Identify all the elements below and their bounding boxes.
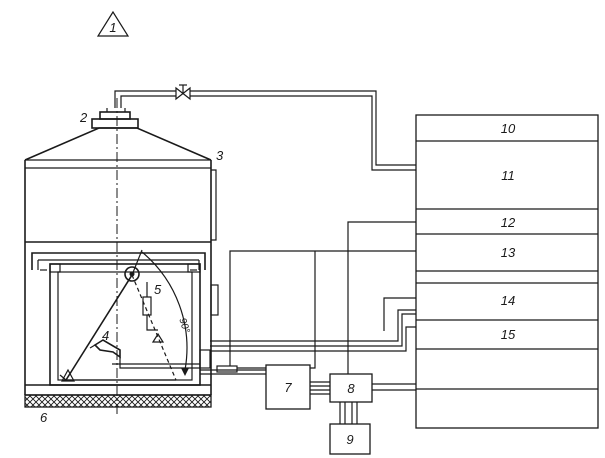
label-15: 15	[501, 327, 516, 342]
test-cabinet	[24, 108, 219, 408]
label-13: 13	[501, 245, 516, 260]
signal-wiring	[200, 221, 416, 424]
label-5: 5	[154, 282, 162, 297]
swing-arm: 90°	[59, 249, 191, 382]
hatched-base	[24, 394, 212, 408]
box-8	[329, 373, 373, 403]
specimen-tray	[89, 339, 200, 369]
sensor-strip	[216, 365, 238, 373]
door-sensor	[199, 349, 211, 369]
label-10: 10	[501, 121, 516, 136]
chamber-door	[49, 263, 201, 386]
triangle-mark: 1	[96, 10, 130, 37]
label-11: 11	[501, 168, 515, 183]
label-2: 2	[79, 110, 88, 125]
label-14: 14	[501, 293, 515, 308]
triangle-mark-number: 1	[109, 20, 116, 35]
angle-label: 90°	[176, 317, 191, 335]
box-9	[329, 423, 371, 455]
label-8: 8	[347, 381, 355, 396]
door-hinge	[210, 284, 219, 316]
label-7: 7	[284, 380, 292, 395]
label-4: 4	[102, 328, 109, 343]
top-vent	[91, 118, 139, 129]
weight-assembly	[142, 282, 165, 343]
top-pipe	[114, 84, 416, 171]
box-7	[265, 364, 311, 410]
label-3: 3	[216, 148, 224, 163]
pivot-pulley	[124, 266, 140, 282]
pipe-valve	[175, 84, 191, 101]
instrument-rack	[415, 114, 599, 429]
label-12: 12	[501, 215, 516, 230]
label-6: 6	[40, 410, 48, 425]
label-9: 9	[346, 432, 353, 447]
